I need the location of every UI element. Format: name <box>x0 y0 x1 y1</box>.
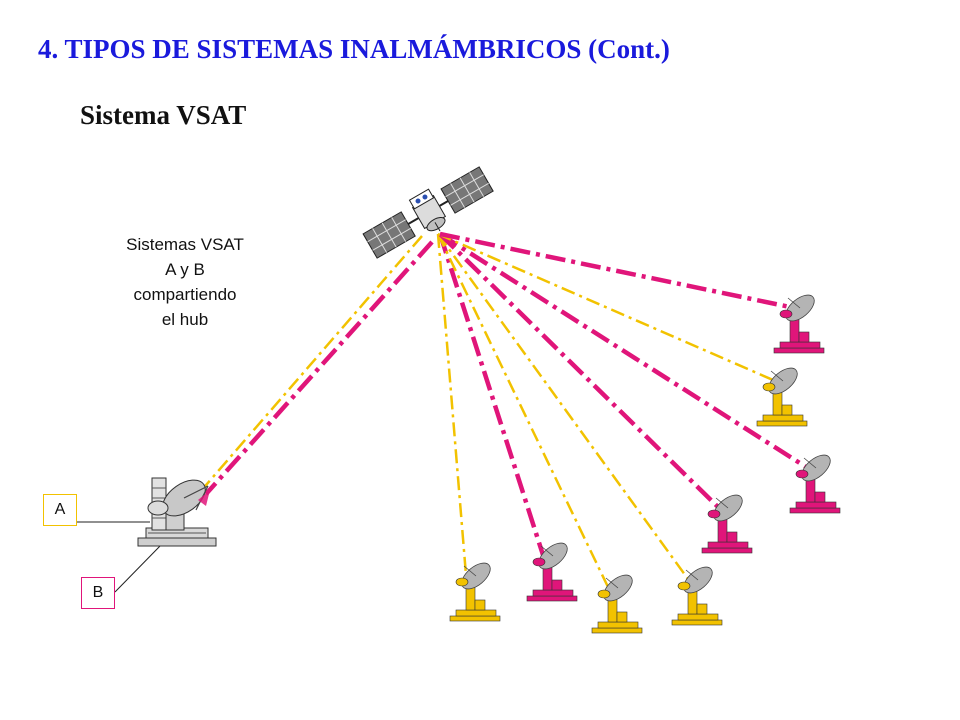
connector-b <box>114 543 163 593</box>
solar-panel-left <box>362 211 416 259</box>
hub-antenna-icon <box>137 477 217 547</box>
label-connectors <box>77 521 163 593</box>
caption-line-3: compartiendo <box>133 285 237 304</box>
vsat-terminal-icon <box>773 294 825 354</box>
link-terminal-8 <box>439 231 791 310</box>
terminals-layer <box>449 294 841 634</box>
solar-panel-right <box>440 166 494 214</box>
vsat-terminal-icon <box>701 494 753 554</box>
link-terminal-3 <box>436 233 610 588</box>
link-hub-a <box>199 235 423 493</box>
link-terminal-6 <box>438 232 808 469</box>
caption-line-2: A y B <box>165 260 205 279</box>
vsat-terminal-icon <box>671 566 723 626</box>
vsat-terminal-icon <box>756 367 808 427</box>
link-terminal-7 <box>437 232 774 382</box>
caption-line-4: el hub <box>161 310 209 329</box>
vsat-terminal-icon <box>526 542 578 602</box>
link-hub-b <box>204 240 434 496</box>
link-terminal-1 <box>436 233 468 576</box>
label-box-b: B <box>81 577 115 609</box>
slide-title: 4. TIPOS DE SISTEMAS INALMÁMBRICOS (Cont… <box>38 34 670 64</box>
link-terminal-5 <box>438 232 720 509</box>
label-box-a: A <box>43 494 77 526</box>
satellite-icon <box>362 166 494 259</box>
vsat-terminal-icon <box>789 454 841 514</box>
slide-subtitle: Sistema VSAT <box>80 100 247 130</box>
vsat-terminal-icon <box>591 574 643 634</box>
diagram-caption: Sistemas VSAT A y B compartiendo el hub <box>100 232 270 332</box>
vsat-terminal-icon <box>449 562 501 622</box>
links-layer <box>199 231 808 588</box>
link-terminal-4 <box>436 233 690 580</box>
link-terminal-2 <box>437 233 546 556</box>
caption-line-1: Sistemas VSAT <box>126 235 244 254</box>
